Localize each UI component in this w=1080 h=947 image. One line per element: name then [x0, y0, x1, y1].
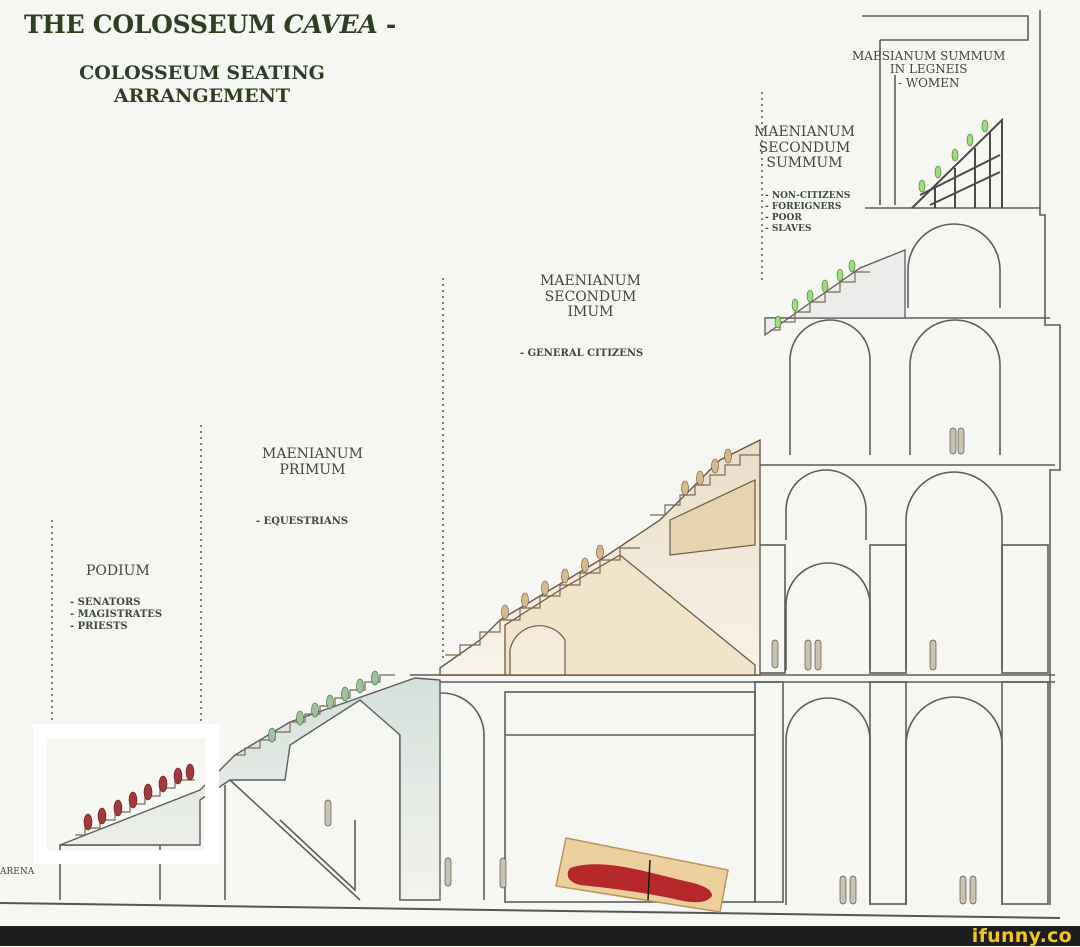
legneis-line-2: IN LEGNEIS: [889, 62, 968, 77]
standing-figures: [324, 427, 977, 905]
primum-line-1: MAENIANUM: [262, 446, 363, 462]
citizen-spectators: [501, 448, 732, 620]
podium-item: - MAGISTRATES: [70, 609, 163, 621]
podium-spectators: [83, 763, 195, 831]
title-main: THE COLOSSEUM: [24, 10, 284, 39]
ifunny-watermark: ifunny.co: [971, 925, 1072, 947]
summum-item: - SLAVES: [765, 223, 812, 234]
podium-list: - SENATORS - MAGISTRATES - PRIESTS: [70, 597, 162, 634]
podium-item: - PRIESTS: [70, 621, 128, 633]
summum-spectators: [774, 119, 989, 329]
title-dash: -: [377, 10, 396, 39]
summum-list: - NON-CITIZENS - FOREIGNERS - POOR - SLA…: [765, 191, 850, 235]
summum-line-3: SUMMUM: [766, 155, 843, 172]
primum-list: - EQUESTRIANS: [256, 516, 348, 528]
primum-line-2: PRIMUM: [279, 461, 346, 478]
imum-line-1: MAENIANUM: [540, 273, 641, 289]
imum-line-2: SECONDUM: [544, 288, 637, 305]
timber-gallery: [911, 117, 1003, 209]
imum-line-3: IMUM: [567, 304, 614, 321]
summum-line-2: SECONDUM: [758, 139, 851, 156]
colosseum-diagram: [0, 10, 1061, 919]
subtitle-line-2: ARRANGEMENT: [113, 84, 291, 107]
diagram-subtitle: COLOSSEUM SEATING ARRANGEMENT: [72, 62, 332, 108]
seat-steps: [75, 271, 870, 836]
imum-list: - GENERAL CITIZENS: [520, 348, 643, 360]
summum-item: - FOREIGNERS: [765, 201, 842, 212]
cross-section-drawing: [0, 10, 1061, 919]
imum-label: MAENIANUM SECONDUM IMUM: [540, 273, 641, 321]
imum-item: - GENERAL CITIZENS: [520, 348, 644, 359]
legneis-line-3: - WOMEN: [897, 75, 960, 90]
title-italic: CAVEA: [283, 10, 378, 39]
primum-item: - EQUESTRIANS: [256, 516, 349, 527]
summum-line-1: MAENIANUM: [754, 124, 855, 140]
primum-label: MAENIANUM PRIMUM: [262, 446, 363, 478]
footer-bar: [0, 926, 1080, 946]
podium-item: - SENATORS: [70, 597, 141, 608]
subtitle-line-1: COLOSSEUM SEATING: [79, 62, 325, 84]
summum-item: - POOR: [765, 212, 802, 223]
mummy-overlay-image: [555, 837, 729, 913]
equestrian-spectators: [268, 670, 379, 743]
arena-label: ARENA: [0, 867, 35, 877]
summum-item: - NON-CITIZENS: [765, 191, 851, 201]
legneis-line-1: MAESIANUM SUMMUM: [852, 49, 1006, 63]
diagram-title: THE COLOSSEUM CAVEA -: [24, 10, 396, 39]
summum-label: MAENIANUM SECONDUM SUMMUM: [754, 124, 855, 172]
ground-line: [0, 902, 1061, 919]
podium-highlight-box: [33, 724, 219, 864]
zone-divider-lines: [51, 92, 763, 725]
legneis-label: MAESIANUM SUMMUM IN LEGNEIS - WOMEN: [852, 49, 1006, 90]
podium-title: PODIUM: [86, 563, 150, 579]
